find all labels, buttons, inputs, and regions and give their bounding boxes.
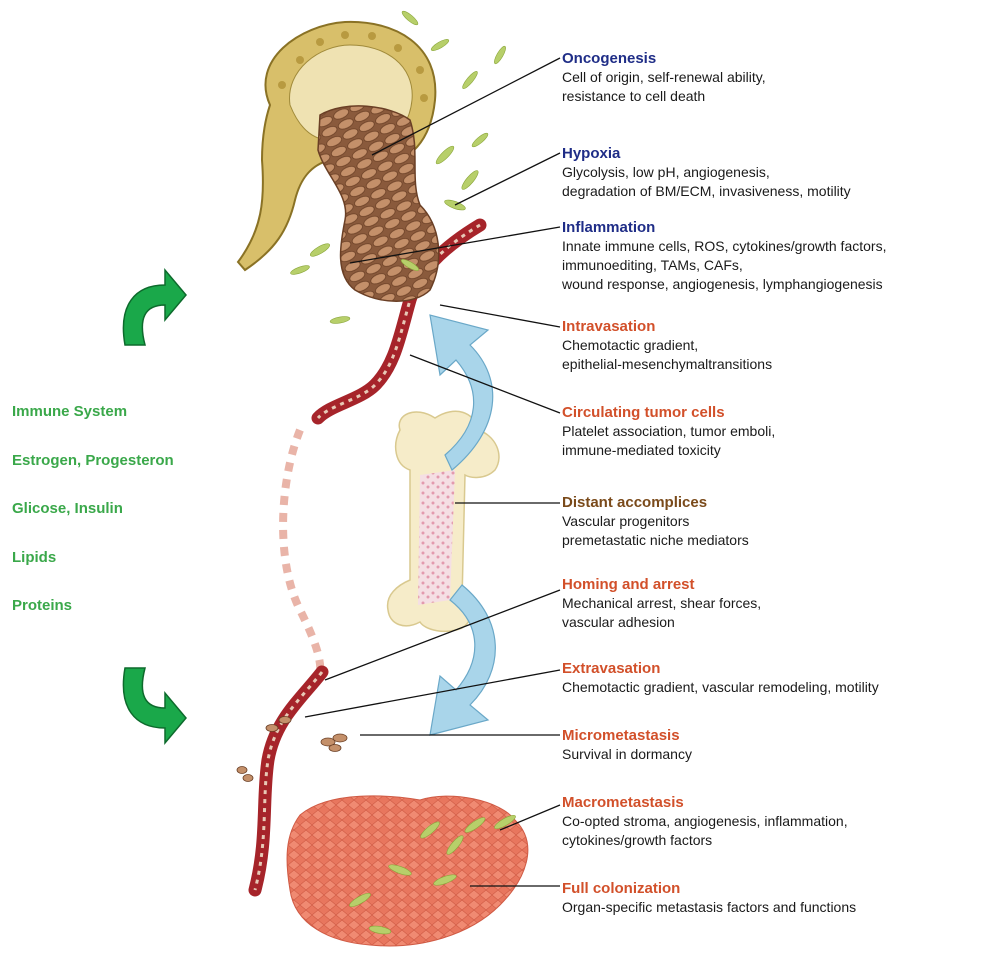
stage-title: Circulating tumor cells bbox=[562, 404, 992, 422]
stage-hypoxia: Hypoxia Glycolysis, low pH, angiogenesis… bbox=[562, 145, 992, 201]
micrometastasis-cells bbox=[237, 717, 347, 782]
stage-title: Extravasation bbox=[562, 660, 992, 678]
stage-full-colonization: Full colonization Organ-specific metasta… bbox=[562, 880, 992, 917]
stage-homing-and-arrest: Homing and arrest Mechanical arrest, she… bbox=[562, 576, 992, 632]
stage-title: Distant accomplices bbox=[562, 494, 992, 512]
stage-desc-line: cytokines/growth factors bbox=[562, 831, 992, 850]
factor-proteins: Proteins bbox=[12, 597, 174, 646]
stage-desc-line: vascular adhesion bbox=[562, 613, 992, 632]
stage-desc-line: wound response, angiogenesis, lymphangio… bbox=[562, 275, 992, 294]
stage-distant-accomplices: Distant accomplices Vascular progenitors… bbox=[562, 494, 992, 550]
stage-title: Intravasation bbox=[562, 318, 992, 336]
stage-desc-line: Vascular progenitors bbox=[562, 512, 992, 531]
stage-title: Homing and arrest bbox=[562, 576, 992, 594]
bone-illustration bbox=[388, 411, 499, 631]
stage-intravasation: Intravasation Chemotactic gradient, epit… bbox=[562, 318, 992, 374]
stage-desc-line: Innate immune cells, ROS, cytokines/grow… bbox=[562, 237, 992, 256]
stage-title: Full colonization bbox=[562, 880, 992, 898]
factor-immune-system: Immune System bbox=[12, 403, 174, 452]
systemic-factors-list: Immune System Estrogen, Progesteron Glic… bbox=[12, 403, 174, 646]
factor-glucose-insulin: Glicose, Insulin bbox=[12, 500, 174, 549]
stage-title: Macrometastasis bbox=[562, 794, 992, 812]
stage-title: Micrometastasis bbox=[562, 727, 992, 745]
green-arrow-upper bbox=[123, 270, 186, 345]
stage-desc-line: Chemotactic gradient, vascular remodelin… bbox=[562, 678, 992, 697]
stage-micrometastasis: Micrometastasis Survival in dormancy bbox=[562, 727, 992, 764]
factor-lipids: Lipids bbox=[12, 549, 174, 598]
stage-macrometastasis: Macrometastasis Co-opted stroma, angioge… bbox=[562, 794, 992, 850]
stage-desc-line: Organ-specific metastasis factors and fu… bbox=[562, 898, 992, 917]
stage-desc-line: Co-opted stroma, angiogenesis, inflammat… bbox=[562, 812, 992, 831]
stage-inflammation: Inflammation Innate immune cells, ROS, c… bbox=[562, 219, 992, 294]
stage-desc-line: Platelet association, tumor emboli, bbox=[562, 422, 992, 441]
stage-circulating-tumor-cells: Circulating tumor cells Platelet associa… bbox=[562, 404, 992, 460]
stage-oncogenesis: Oncogenesis Cell of origin, self-renewal… bbox=[562, 50, 992, 106]
circulation-dotted-path bbox=[283, 430, 320, 675]
stage-desc-line: Chemotactic gradient, bbox=[562, 336, 992, 355]
stage-desc-line: Mechanical arrest, shear forces, bbox=[562, 594, 992, 613]
stage-title: Hypoxia bbox=[562, 145, 992, 163]
factor-hormones: Estrogen, Progesteron bbox=[12, 452, 174, 501]
stage-desc-line: degradation of BM/ECM, invasiveness, mot… bbox=[562, 182, 992, 201]
stage-desc-line: Survival in dormancy bbox=[562, 745, 992, 764]
stage-desc-line: Glycolysis, low pH, angiogenesis, bbox=[562, 163, 992, 182]
stage-desc-line: premetastatic niche mediators bbox=[562, 531, 992, 550]
stage-extravasation: Extravasation Chemotactic gradient, vasc… bbox=[562, 660, 992, 697]
stage-desc-line: immunoediting, TAMs, CAFs, bbox=[562, 256, 992, 275]
stage-desc-line: resistance to cell death bbox=[562, 87, 992, 106]
stage-desc-line: epithelial-mesenchymaltransitions bbox=[562, 355, 992, 374]
green-arrow-lower bbox=[123, 668, 186, 743]
stage-title: Inflammation bbox=[562, 219, 992, 237]
stage-desc-line: Cell of origin, self-renewal ability, bbox=[562, 68, 992, 87]
stage-desc-line: immune-mediated toxicity bbox=[562, 441, 992, 460]
stage-title: Oncogenesis bbox=[562, 50, 992, 68]
